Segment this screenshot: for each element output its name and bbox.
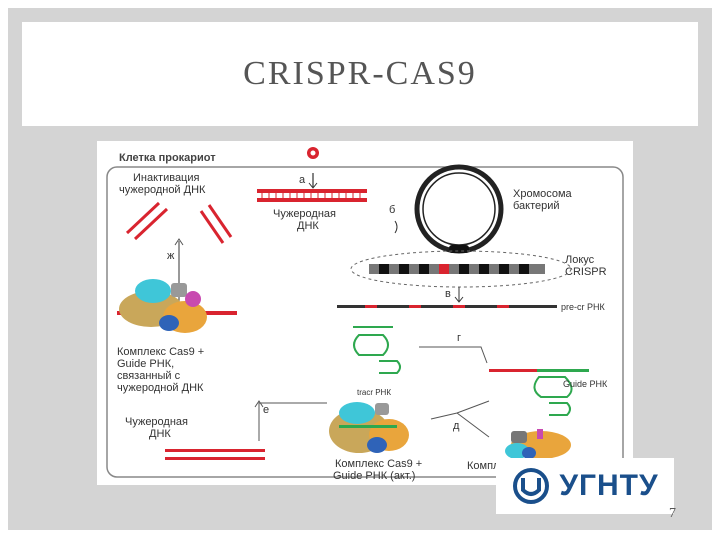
- page-number: 7: [669, 506, 676, 521]
- foreign-dna-label-2: ДНК: [297, 220, 319, 232]
- foreign-dna-top: [257, 189, 367, 202]
- cut-dna: [125, 201, 233, 244]
- step-v-label: в: [445, 288, 451, 300]
- ugntu-emblem-icon: [513, 468, 550, 504]
- cas9-complex-inactive: [505, 429, 571, 459]
- foreign-dna2-label-1: Чужеродная: [125, 416, 188, 428]
- step-e-label: е: [263, 404, 269, 416]
- foreign-dna-label-1: Чужеродная: [273, 208, 336, 220]
- cell-outline: [106, 166, 624, 478]
- chromosome-label-1: Хромосома: [513, 188, 573, 200]
- complex-bound-label-1: Комплекс Cas9 +: [117, 346, 204, 358]
- bacterial-chromosome: [414, 164, 504, 254]
- cell-label: Клетка прокариот: [119, 152, 216, 164]
- inactivation-label-2: чужеродной ДНК: [119, 184, 206, 196]
- ugntu-logo: УГНТУ: [496, 458, 674, 514]
- step-a-label: а: [299, 174, 306, 186]
- crispr-locus: [369, 264, 545, 274]
- foreign-dna-bottom: [165, 449, 265, 460]
- guide-rna: [489, 369, 589, 416]
- logo-text: УГНТУ: [559, 469, 659, 502]
- pre-crrna: [337, 305, 557, 308]
- tracr-rna-label: tracr РНК: [357, 388, 391, 397]
- foreign-dna2-label-2: ДНК: [149, 428, 171, 440]
- cas9-complex-active: [329, 402, 409, 453]
- pre-crrna-label: pre-cr РНК: [561, 302, 606, 312]
- complex-bound-label-4: чужеродной ДНК: [117, 382, 204, 394]
- complex-active-label-2: Guide РНК (акт.): [333, 470, 415, 482]
- complex-bound-label-2: Guide РНК,: [117, 358, 174, 370]
- locus-ellipse: [350, 250, 572, 288]
- step-b-label: б: [389, 204, 395, 216]
- crispr-diagram: Клетка прокариот а Чужеродная ДН: [97, 141, 633, 485]
- inactivation-label-1: Инактивация: [133, 172, 200, 184]
- guide-rna-label: Guide РНК: [563, 379, 608, 389]
- complex-bound-label-3: связанный с: [117, 370, 181, 382]
- locus-label-2: CRISPR: [565, 266, 607, 278]
- cas9-complex-bound: [117, 279, 237, 333]
- tracr-rna: [353, 326, 401, 374]
- step-zh-label: ж: [167, 250, 175, 262]
- virus-icon: [307, 147, 319, 159]
- complex-active-label-1: Комплекс Cas9 +: [335, 458, 422, 470]
- title-box: CRISPR-CAS9: [22, 22, 698, 126]
- step-g-label: г: [457, 332, 461, 344]
- locus-label-1: Локус: [565, 254, 595, 266]
- chromosome-label-2: бактерий: [513, 200, 560, 212]
- step-d-label: д: [453, 420, 460, 432]
- slide-title: CRISPR-CAS9: [243, 55, 477, 92]
